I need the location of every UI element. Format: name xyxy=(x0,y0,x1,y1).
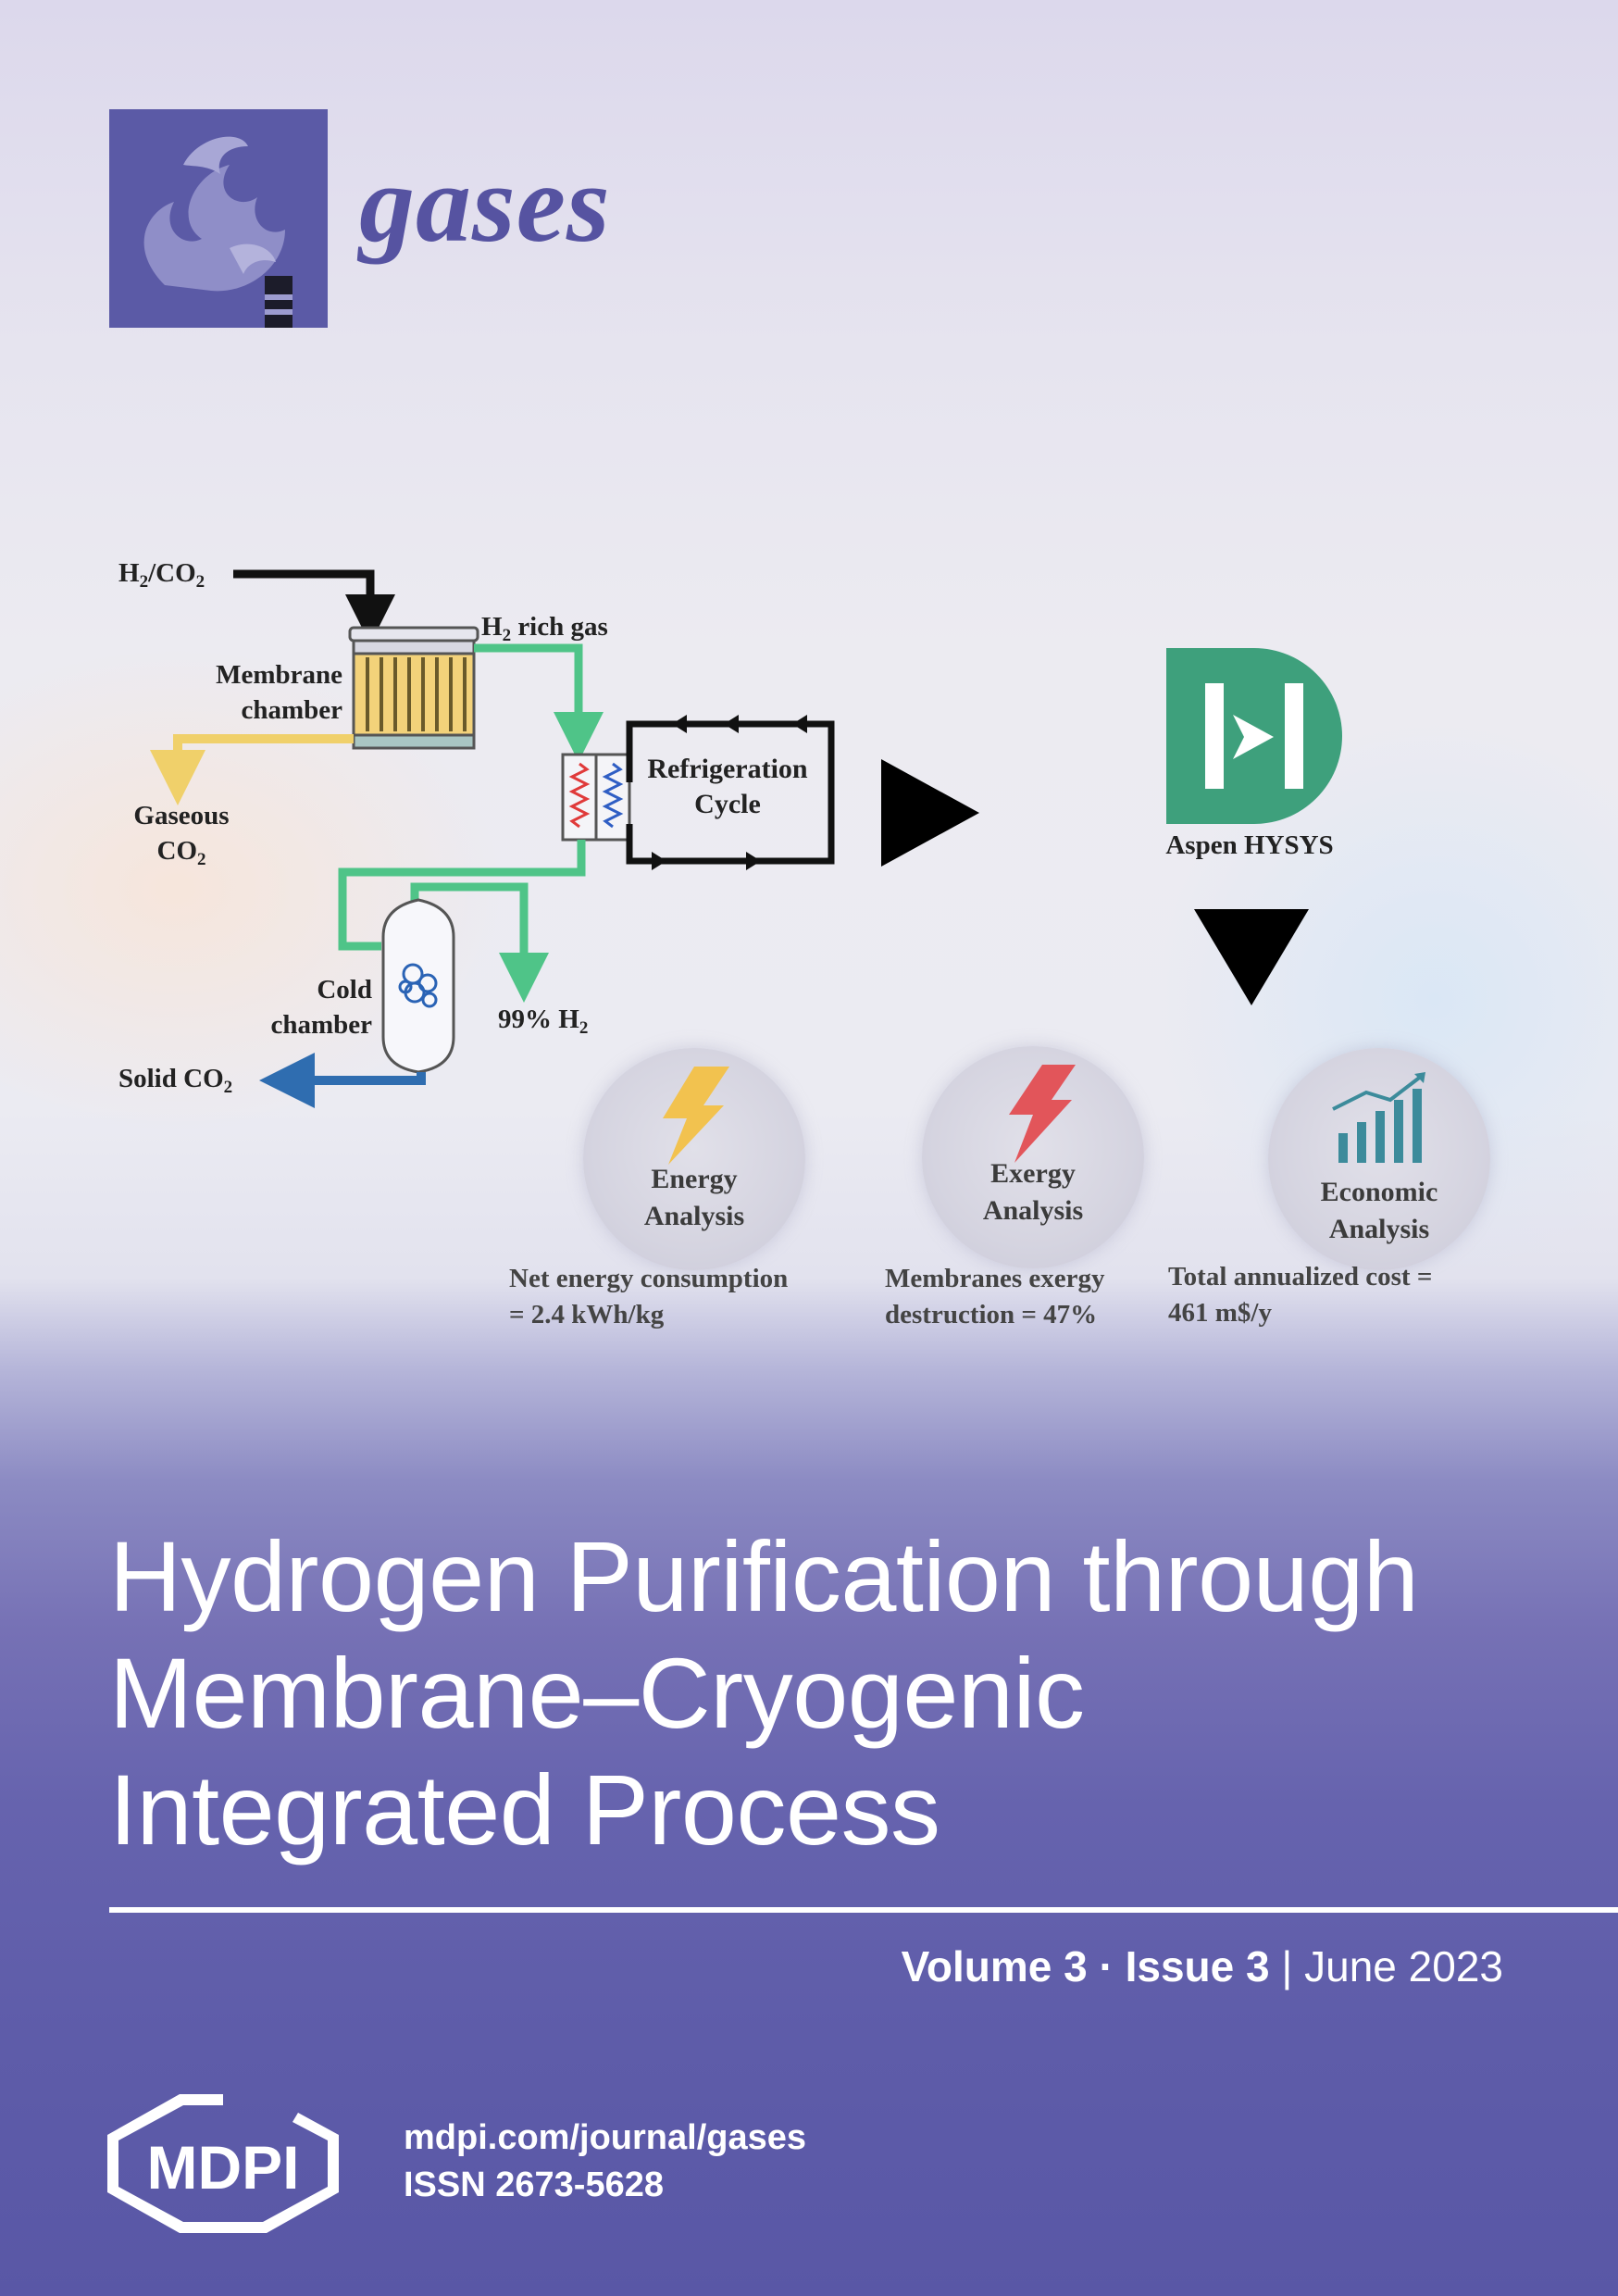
publisher-name: MDPI xyxy=(147,2133,300,2202)
journal-logo xyxy=(109,109,328,328)
label-aspen-hysys: Aspen HYSYS xyxy=(1165,830,1334,860)
label-gaseous-co2: Gaseous CO2 xyxy=(133,801,230,869)
publisher-logo: MDPI xyxy=(107,2085,339,2242)
label-membrane-chamber: Membrane chamber xyxy=(216,660,342,725)
title-divider xyxy=(109,1907,1618,1913)
journal-name: gases xyxy=(359,142,611,265)
energy-analysis-bubble: Energy Analysis xyxy=(583,1048,805,1270)
lightning-bolt-yellow-icon xyxy=(663,1067,729,1165)
mdpi-hexagon-icon: MDPI xyxy=(107,2094,339,2233)
exergy-result: Membranes exergy destruction = 47% xyxy=(885,1264,1105,1329)
refrigeration-cycle-loop xyxy=(626,720,835,865)
arrow-down xyxy=(1194,909,1309,1005)
label-h2-rich-gas: H2 rich gas xyxy=(481,612,608,645)
issn: ISSN 2673-5628 xyxy=(404,2165,664,2204)
aspen-hysys-logo xyxy=(1166,648,1342,824)
feed-arrow xyxy=(233,569,395,644)
label-cold-chamber: Cold chamber xyxy=(270,975,372,1040)
cycle-arrows xyxy=(652,715,807,870)
flame-chimney-icon xyxy=(143,136,292,328)
h2-rich-arrow xyxy=(474,643,604,762)
economic-analysis-label: Economic Analysis xyxy=(1320,1177,1438,1244)
feed-to-cold-line xyxy=(338,840,586,951)
gaseous-co2-arrow xyxy=(150,734,354,805)
label-feed: H2/CO2 xyxy=(118,558,205,592)
article-title: Hydrogen Purification through Membrane–C… xyxy=(109,1520,1419,1866)
bar-chart-growth-icon xyxy=(1332,1072,1425,1163)
issue-info: Volume 3 · Issue 3 | June 2023 xyxy=(902,1940,1503,1992)
label-h2-product: 99% H2 xyxy=(498,1004,589,1038)
issue-separator: · xyxy=(1087,1942,1126,1990)
economic-result: Total annualized cost = 461 m$/y xyxy=(1168,1262,1433,1328)
energy-result: Net energy consumption = 2.4 kWh/kg xyxy=(509,1264,789,1329)
journal-url[interactable]: mdpi.com/journal/gases xyxy=(404,2118,806,2157)
issue-bar: | xyxy=(1269,1942,1305,1990)
economic-analysis-bubble: Economic Analysis xyxy=(1268,1048,1490,1270)
issue-date: June 2023 xyxy=(1304,1942,1503,1990)
h2-product-arrow xyxy=(410,882,549,1003)
issue-number: Issue 3 xyxy=(1125,1942,1270,1990)
exergy-analysis-label: Exergy Analysis xyxy=(982,1158,1084,1226)
label-refrigeration-cycle: Refrigeration Cycle xyxy=(647,754,808,819)
exergy-analysis-bubble: Exergy Analysis xyxy=(922,1046,1144,1268)
lightning-bolt-red-icon xyxy=(1009,1065,1076,1163)
membrane-chamber-icon xyxy=(348,626,479,750)
solid-co2-arrow xyxy=(259,1053,426,1108)
process-flow-diagram xyxy=(150,569,1342,1108)
arrow-right xyxy=(881,759,979,867)
energy-analysis-label: Energy Analysis xyxy=(643,1164,745,1231)
volume: Volume 3 xyxy=(901,1942,1088,1990)
heat-exchanger-icon xyxy=(561,753,631,842)
label-solid-co2: Solid CO2 xyxy=(118,1064,233,1097)
cold-chamber-icon xyxy=(381,898,455,1074)
graphical-abstract: H2/CO2 H2 rich gas Membrane chamber Refr… xyxy=(0,518,1618,1352)
